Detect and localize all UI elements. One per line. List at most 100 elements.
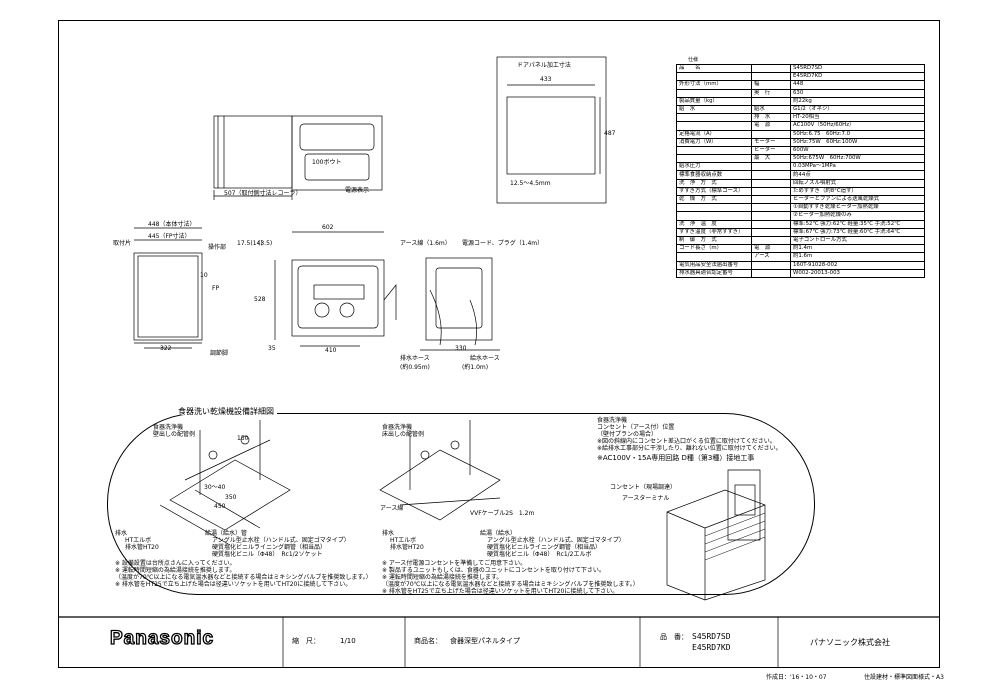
detail-right-sub1: 食器洗浄機 xyxy=(597,417,628,424)
spec-cell: 外形寸法（mm） xyxy=(676,80,752,90)
spec-cell: 電気用品安全法届出番号 xyxy=(676,260,752,270)
detail-left-sub2: 壁出しの配管例 xyxy=(153,431,196,438)
spec-cell: 約1.4m xyxy=(790,244,925,254)
top-view-dim-depth: 507（取付側寸法レコーラ） xyxy=(224,190,302,197)
detail-earth-terminal: アースターミナル xyxy=(622,495,670,502)
front-dim-448: 448（本体寸法） xyxy=(148,221,196,228)
detail-vvf: VVFケーブル2S 1.2m xyxy=(470,510,535,517)
left-s3: 硬質塩化ビニル（Φ48） Rc1/2ソケット xyxy=(212,551,323,558)
mid-n4: （温度が70℃以上になる電気温水器などと接続する場合はミキシングバルブを推奨致し… xyxy=(382,581,639,588)
spec-cell: ヒーター xyxy=(751,145,791,156)
spec-cell xyxy=(676,88,752,98)
side-dim-602: 602 xyxy=(322,224,334,231)
spec-row: アース約1.6m xyxy=(676,252,925,262)
spec-cell xyxy=(751,194,791,205)
spec-cell xyxy=(751,227,791,237)
spec-title: 仕様 xyxy=(688,57,699,63)
spec-cell: 制 御 方 式 xyxy=(676,235,752,246)
spec-cell: 品 名 xyxy=(676,63,752,74)
spec-cell: 50Hz:6.75 60Hz:7.0 xyxy=(790,129,925,139)
footer-date: 作成日：'16・10・07 xyxy=(766,674,827,681)
spec-cell xyxy=(751,235,791,246)
door-panel-title: ドアパネル加工寸法 xyxy=(517,62,571,69)
front-label-bottom: 調節脚 xyxy=(210,350,229,357)
spec-cell: 約44点 xyxy=(790,170,925,180)
mid-supply: 給湯（給水） xyxy=(480,530,517,537)
spec-row: 定格電流（A）50Hz:6.75 60Hz:7.0 xyxy=(676,129,925,139)
model-2: E45RD7KD xyxy=(692,643,731,652)
spec-cell xyxy=(676,72,752,82)
spec-cell: 乾 燥 方 式 xyxy=(676,194,752,205)
detail-right-note3: ※AC100V・15A専用回路 D種（第3種）接地工事 xyxy=(597,454,755,462)
detail-mid-sub1: 食器洗浄機 xyxy=(382,424,413,431)
model-1: S45RD7SD xyxy=(692,632,731,641)
spec-row: すすぎ温度（非常すすぎ）標準:67℃ 強力:73℃ 軽量:60℃ 手洗:64℃ xyxy=(676,227,925,237)
spec-cell: G1/2（オネジ） xyxy=(790,104,925,115)
top-view-label-side: 電源表示 xyxy=(345,187,370,194)
detail-outlet: コンセント（現場調達） xyxy=(610,484,677,491)
detail-right-note1: ※図の斜線内にコンセント差込口がくる位置に取付けてください。 xyxy=(597,438,776,445)
left-n1: ※ 設備設置は台所点さんに入ってください。 xyxy=(115,560,236,567)
mid-n3: ※ 運転時間短縮の為給湯接続を推奨します。 xyxy=(382,574,503,581)
spec-cell xyxy=(751,129,791,139)
spec-cell xyxy=(751,162,791,172)
top-view-cabinet xyxy=(213,115,293,189)
detail-dim-150: 150 xyxy=(237,435,249,442)
spec-cell xyxy=(751,63,791,74)
product-label: 商品名： xyxy=(414,637,442,645)
spec-cell: 消費電力（W） xyxy=(676,137,752,147)
spec-cell: すすぎ温度（非常すすぎ） xyxy=(676,227,752,237)
spec-cell xyxy=(751,96,791,106)
spec-cell: HT-20相当 xyxy=(790,113,925,123)
spec-cell: 0.03MPa～1MPa xyxy=(790,162,925,172)
spec-cell: 630 xyxy=(790,88,925,98)
top-view-label-basket: 100ボウト xyxy=(312,159,342,166)
left-n3: （温度が70℃以上になる電気温水器などと接続する場合はミキシングバルブを推奨致し… xyxy=(115,574,372,581)
spec-cell: 奥 行 xyxy=(751,88,791,98)
model-label: 品 番： xyxy=(660,633,688,641)
spec-cell: 電 源 xyxy=(751,244,791,254)
spec-cell: 標準食器収納点数 xyxy=(676,170,752,180)
mid-drain: 排水 xyxy=(382,530,395,537)
left-s2: 硬質塩化ビニルライニング鋼管（相当品） xyxy=(212,544,327,551)
side-dim-528: 528 xyxy=(254,296,266,303)
front-label-side: 操作部 xyxy=(208,244,227,251)
front-dim-10: 10 xyxy=(200,272,208,279)
detail-title: 食器洗い乾燥機設備詳細図 xyxy=(175,408,277,416)
spec-cell xyxy=(676,145,752,156)
spec-cell: 約1.6m xyxy=(790,252,925,262)
spec-row: 標準食器収納点数 約44点 xyxy=(676,170,925,180)
spec-cell: 標準:52℃ 強力:62℃ 軽量:35℃ 手洗:52℃ xyxy=(790,219,925,229)
installation-detail-bubble xyxy=(107,413,815,595)
spec-cell: ②ヒーター加熱乾燥のみ xyxy=(790,211,925,221)
spec-cell: 600W xyxy=(790,145,925,156)
spec-cell: ヒーターとファンによる送風乾燥式 xyxy=(790,194,925,205)
spec-cell: AC100V（50Hz/60Hz） xyxy=(790,121,925,131)
spec-cell: E45RD7KD xyxy=(790,72,925,82)
spec-row: ①自動すすぎ乾燥ヒーター加熱乾燥 xyxy=(676,203,925,213)
front-label-top: 取付片 xyxy=(113,240,132,247)
spec-row: 洗 浄 方 式 回転ノズル噴射式 xyxy=(676,178,925,188)
spec-row: コード長さ（m）電 源約1.4m xyxy=(676,244,925,254)
spec-cell: 洗 浄 方 式 xyxy=(676,178,752,188)
spec-cell: 洗 浄 温 度 xyxy=(676,219,752,229)
spec-cell: 回転ノズル噴射式 xyxy=(790,178,925,188)
spec-cell xyxy=(676,252,752,262)
spec-row: ②ヒーター加熱乾燥のみ xyxy=(676,211,925,221)
detail-right-note2: ※給排水工事部分に干渉したり、離れない位置に取付けてください。 xyxy=(597,445,782,452)
rear-drain-hose: 排水ホース xyxy=(400,355,430,362)
spec-cell: ①自動すすぎ乾燥ヒーター加熱乾燥 xyxy=(790,203,925,213)
spec-cell: 50Hz:675W 60Hz:700W xyxy=(790,154,925,164)
mid-s3: 硬質塩化ビニル（Φ48） Rc1/2エルボ xyxy=(487,551,592,558)
left-n4: ※ 排水管をHT25で立ち上げた場合は径違いソケットを用いてHT20に接続して下… xyxy=(115,581,352,588)
detail-right-sub3: （壁付プランの場合） xyxy=(597,431,658,438)
